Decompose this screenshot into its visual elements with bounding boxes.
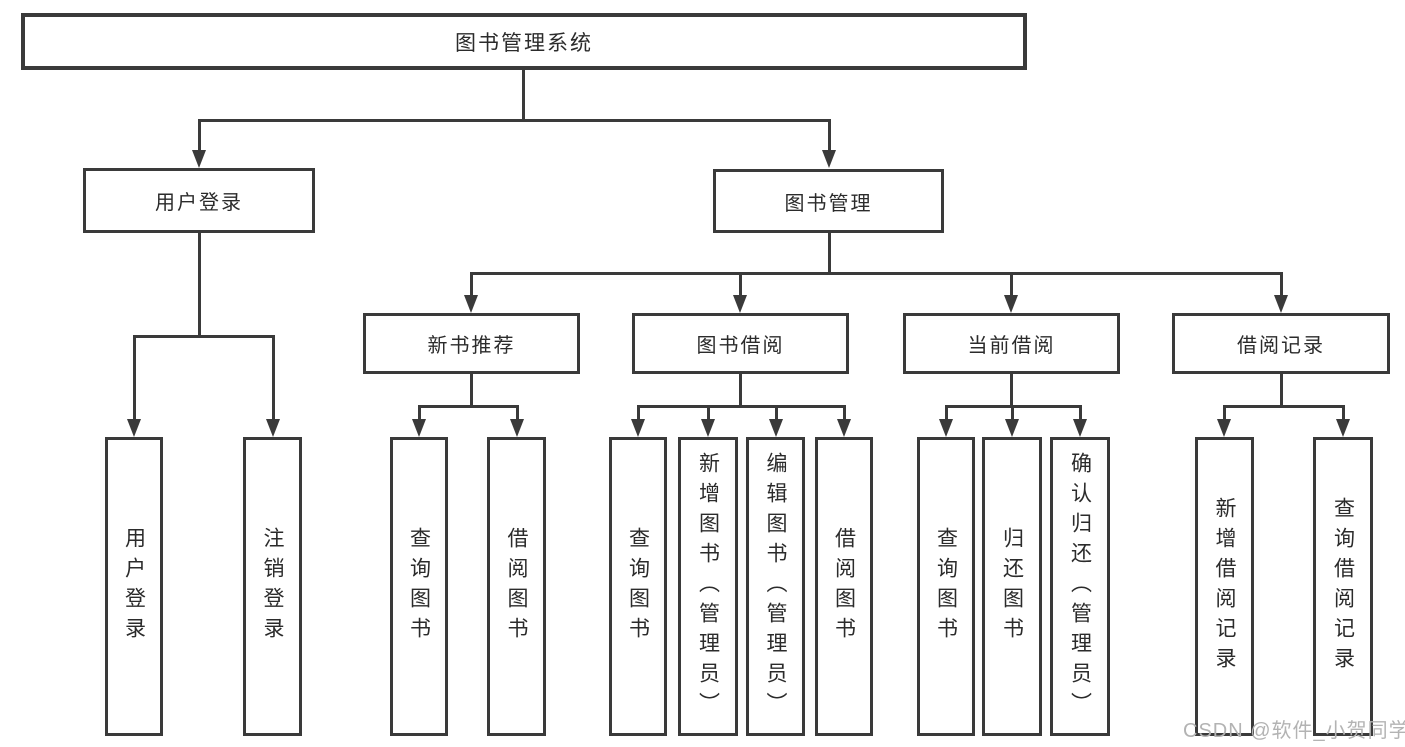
- connector-drop: [516, 405, 519, 420]
- arrowhead-icon: [631, 419, 645, 437]
- arrowhead-icon: [412, 419, 426, 437]
- connector-drop: [1010, 272, 1013, 296]
- leaf-add-borrow-record: 新增借阅记录: [1195, 437, 1254, 736]
- leaf-logout: 注销登录: [243, 437, 302, 736]
- node-borrowing-records: 借阅记录: [1172, 313, 1390, 374]
- connector-drop: [418, 405, 421, 420]
- leaf-borrow-books-borrowing: 借阅图书: [815, 437, 873, 736]
- leaf-search-books-recommend: 查询图书: [390, 437, 448, 736]
- connector-stem-book-borrowing: [739, 374, 742, 408]
- leaf-add-books-admin: 新增图书（管理员）: [678, 437, 738, 736]
- arrowhead-icon: [1336, 419, 1350, 437]
- connector-drop: [775, 405, 778, 420]
- leaf-user-login: 用户登录: [105, 437, 163, 736]
- arrowhead-icon: [1004, 295, 1018, 313]
- connector-drop: [1223, 405, 1226, 420]
- connector-drop: [828, 119, 831, 152]
- arrowhead-icon: [1005, 419, 1019, 437]
- connector-rail-borrowing-records: [1223, 405, 1344, 408]
- arrowhead-icon: [769, 419, 783, 437]
- arrowhead-icon: [837, 419, 851, 437]
- connector-drop: [470, 272, 473, 296]
- arrowhead-icon: [510, 419, 524, 437]
- arrowhead-icon: [266, 419, 280, 437]
- leaf-return-books: 归还图书: [982, 437, 1042, 736]
- leaf-search-borrow-record: 查询借阅记录: [1313, 437, 1373, 736]
- leaf-search-books-current: 查询图书: [917, 437, 975, 736]
- node-current-borrowing: 当前借阅: [903, 313, 1120, 374]
- arrowhead-icon: [1274, 295, 1288, 313]
- arrowhead-icon: [1217, 419, 1231, 437]
- connector-drop: [1079, 405, 1082, 420]
- connector-drop: [133, 335, 136, 420]
- connector-drop: [945, 405, 948, 420]
- arrowhead-icon: [939, 419, 953, 437]
- connector-drop: [198, 119, 201, 152]
- leaf-borrow-books-recommend: 借阅图书: [487, 437, 546, 736]
- connector-drop: [637, 405, 640, 420]
- connector-stem-new-book: [470, 374, 473, 408]
- arrowhead-icon: [822, 150, 836, 168]
- leaf-search-books-borrowing: 查询图书: [609, 437, 667, 736]
- connector-stem-user-login: [198, 233, 201, 338]
- node-new-book-recommendation: 新书推荐: [363, 313, 580, 374]
- connector-stem-current-borrowing: [1010, 374, 1013, 408]
- node-book-management: 图书管理: [713, 169, 944, 233]
- connector-rail-book-management: [470, 272, 1283, 275]
- connector-stem-borrowing-records: [1280, 374, 1283, 408]
- connector-rail-root: [198, 119, 831, 122]
- leaf-confirm-return-admin: 确认归还（管理员）: [1050, 437, 1110, 736]
- connector-drop: [1011, 405, 1014, 420]
- node-book-borrowing: 图书借阅: [632, 313, 849, 374]
- connector-stem-book-management: [828, 233, 831, 275]
- connector-stem-root: [522, 69, 525, 121]
- connector-rail-new-book: [418, 405, 519, 408]
- arrowhead-icon: [733, 295, 747, 313]
- arrowhead-icon: [192, 150, 206, 168]
- arrowhead-icon: [701, 419, 715, 437]
- connector-drop: [739, 272, 742, 296]
- connector-rail-book-borrowing: [637, 405, 846, 408]
- leaf-edit-books-admin: 编辑图书（管理员）: [746, 437, 805, 736]
- connector-drop: [1342, 405, 1345, 420]
- connector-drop: [843, 405, 846, 420]
- connector-drop: [707, 405, 710, 420]
- arrowhead-icon: [464, 295, 478, 313]
- connector-drop: [272, 335, 275, 420]
- arrowhead-icon: [127, 419, 141, 437]
- csdn-watermark: CSDN @软件_小贺同学: [1183, 720, 1405, 742]
- arrowhead-icon: [1073, 419, 1087, 437]
- connector-drop: [1280, 272, 1283, 296]
- connector-rail-user-login: [133, 335, 275, 338]
- node-library-management-system: 图书管理系统: [21, 13, 1027, 70]
- node-user-login: 用户登录: [83, 168, 315, 233]
